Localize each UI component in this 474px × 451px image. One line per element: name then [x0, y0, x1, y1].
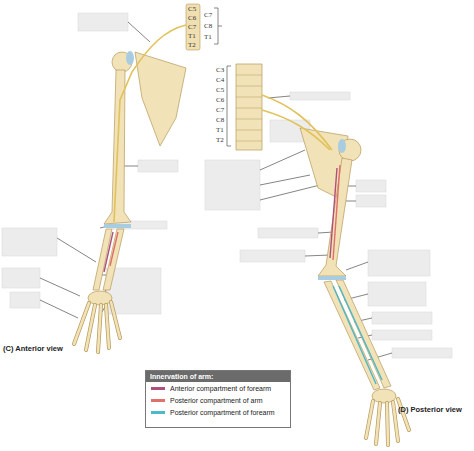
legend-text: Posterior compartment of forearm: [170, 409, 275, 416]
leader-line: [128, 22, 150, 42]
leader-line: [260, 175, 310, 185]
nerve: [110, 232, 118, 266]
nerve: [330, 168, 337, 258]
legend-row: Posterior compartment of arm: [146, 394, 290, 406]
vertebra-line: [236, 141, 262, 142]
bone: [74, 302, 120, 352]
label-box: [368, 282, 426, 306]
segment-label: T1: [204, 34, 212, 41]
nerve: [262, 95, 332, 150]
vertebra-label: C8: [216, 117, 224, 124]
vertebra-label: C7: [188, 24, 196, 31]
segment-label: C7: [204, 12, 212, 19]
bracket: [214, 8, 222, 44]
cartilage: [104, 224, 131, 228]
leader-line: [305, 255, 330, 256]
label-box: [290, 92, 350, 100]
vertebra-line: [236, 75, 262, 76]
legend-text: Posterior compartment of arm: [170, 397, 263, 404]
legend-text: Anterior compartment of forearm: [170, 385, 271, 392]
label-box: [10, 292, 40, 308]
label-box: [356, 180, 386, 192]
label-box: [138, 160, 178, 172]
bone: [103, 229, 124, 290]
label-box: [205, 160, 260, 210]
vertebra-label: C6: [188, 15, 196, 22]
vertebra-label: T2: [188, 42, 196, 49]
nerve: [262, 110, 330, 150]
bone: [236, 64, 262, 150]
label-box: [372, 330, 432, 340]
label-box: [368, 250, 430, 276]
cartilage: [318, 276, 346, 280]
legend-swatch: [151, 411, 165, 414]
bracket: [227, 66, 231, 146]
leader-line: [260, 185, 320, 200]
nerve: [114, 25, 186, 222]
cartilage: [104, 51, 346, 280]
legend-swatch: [151, 387, 165, 390]
label-box: [240, 250, 305, 262]
nerve: [104, 232, 113, 272]
vertebra-label: C3: [216, 67, 224, 74]
spinal-block: [186, 4, 200, 50]
leader-line: [268, 96, 290, 98]
bone: [74, 52, 409, 445]
label-box: [392, 348, 452, 358]
vertebra-label: T1: [188, 33, 196, 40]
leader-line: [40, 300, 78, 318]
nerve: [104, 165, 382, 384]
vertebra-label: C5: [216, 87, 224, 94]
label-box: [372, 312, 432, 324]
cartilage: [126, 51, 134, 65]
bone: [318, 158, 352, 276]
spinal-block: [186, 4, 200, 50]
vertebra-label: C4: [216, 77, 224, 84]
bone: [88, 291, 112, 305]
vertebra-label: C6: [216, 97, 224, 104]
bone: [339, 139, 361, 161]
vertebra-line: [236, 130, 262, 131]
leader-line: [260, 150, 305, 170]
label-box: [2, 13, 452, 358]
vertebra-label: C5: [188, 6, 196, 13]
view-title: (C) Anterior view: [3, 345, 63, 353]
label-box: [2, 268, 40, 288]
vertebra-line: [236, 119, 262, 120]
nerve: [339, 286, 382, 380]
bracket: [214, 8, 231, 146]
vertebra-label: T2: [216, 137, 224, 144]
label-box: [2, 228, 57, 256]
bone: [135, 52, 186, 146]
leader-line: [348, 186, 356, 187]
vertebra-line: [236, 75, 262, 141]
vertebra-line: [236, 86, 262, 87]
vertebra-label: C7: [216, 107, 224, 114]
view-title: (D) Posterior view: [398, 406, 462, 414]
segment-label: C8: [204, 23, 212, 30]
legend-swatch: [151, 399, 165, 402]
leader-line: [346, 201, 356, 202]
leader-line: [57, 238, 96, 262]
label-box: [356, 195, 386, 207]
vertebra-line: [236, 108, 262, 109]
nerve: [114, 25, 332, 222]
legend-box: Innervation of arm: Anterior compartment …: [145, 370, 291, 428]
legend-row: Posterior compartment of forearm: [146, 406, 290, 418]
leader-line: [40, 278, 80, 296]
cartilage: [338, 139, 346, 153]
bone: [324, 281, 380, 390]
nerve: [333, 286, 376, 384]
bone: [336, 280, 391, 388]
bone: [74, 302, 120, 352]
vertebra-label: T1: [216, 127, 224, 134]
legend-title: Innervation of arm:: [146, 371, 290, 382]
legend-row: Anterior compartment of forearm: [146, 382, 290, 394]
leader-line: [346, 262, 368, 270]
label-box: [78, 13, 128, 31]
label-box: [258, 228, 318, 238]
vertebra-line: [236, 97, 262, 98]
